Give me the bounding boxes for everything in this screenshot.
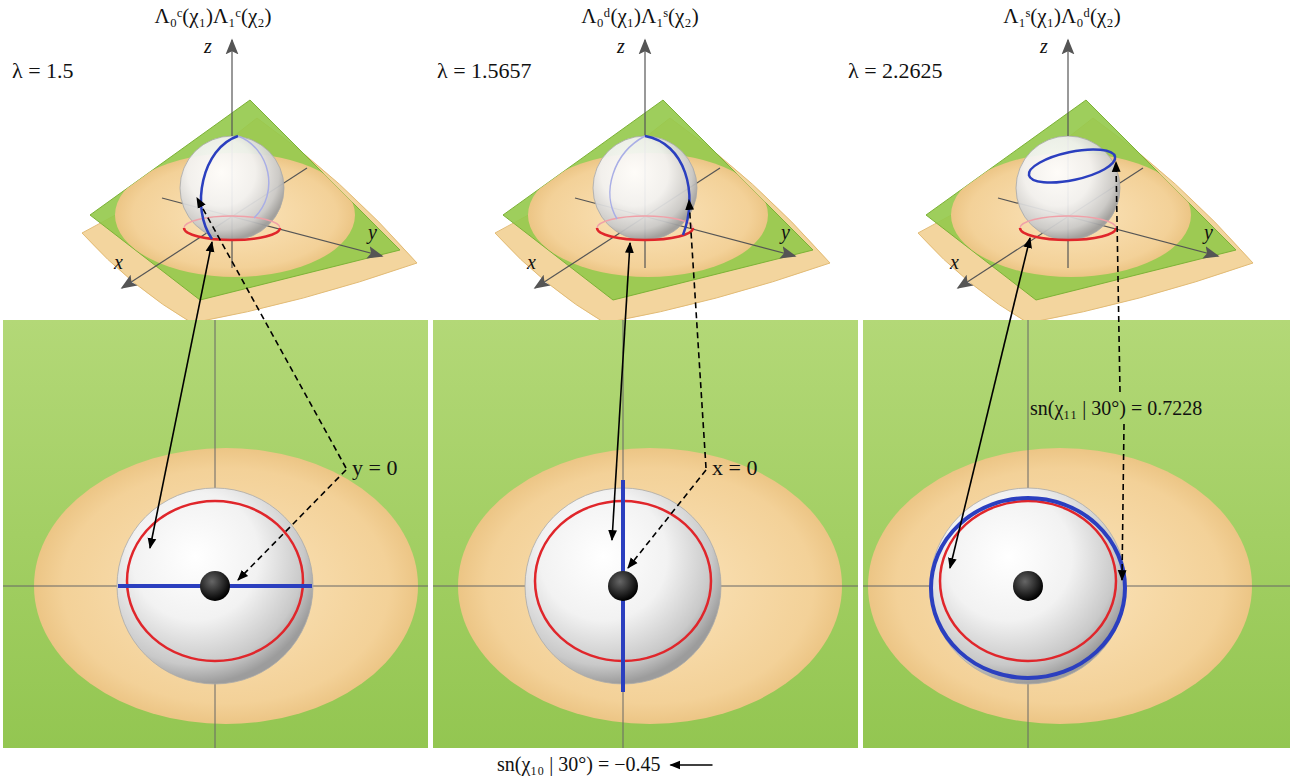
- value-note: sn(χ₁₀ | 30°) = −0.45: [497, 752, 661, 776]
- section-curve-back: [238, 136, 269, 218]
- center-dot: [608, 571, 638, 601]
- leader-arrow: [1116, 162, 1120, 392]
- axis-label: x: [527, 250, 536, 274]
- correspondence-arrow: [150, 242, 212, 548]
- axis-label: y: [781, 220, 790, 244]
- sphere: [593, 136, 697, 240]
- leader-arrow: [628, 470, 706, 568]
- contact-curve-back: [1020, 216, 1116, 228]
- sphere: [1016, 136, 1120, 240]
- surface-view: [495, 40, 830, 323]
- section-curve: [1026, 143, 1118, 189]
- tangent-plane: [503, 100, 813, 300]
- parameter-value: λ = 2.2625: [848, 58, 943, 84]
- sphere: [180, 136, 284, 240]
- axis-label: y: [368, 220, 377, 244]
- axis-label: z: [617, 34, 625, 58]
- parameter-value: λ = 1.5: [12, 58, 74, 84]
- plane-note: y = 0: [352, 455, 397, 481]
- plane-note: x = 0: [712, 455, 757, 481]
- plane-background: [433, 320, 858, 748]
- axis-label: x: [950, 250, 959, 274]
- panel-title: Λ₁ˢ(χ₁)Λ₀ᵈ(χ₂): [1003, 4, 1120, 29]
- sphere: [117, 488, 313, 684]
- axis-label: y: [1204, 220, 1213, 244]
- z-axis: [231, 40, 232, 136]
- plan-view: [3, 320, 428, 748]
- contact-curve-back: [184, 216, 280, 228]
- panel-title: Λ₀ᵈ(χ₁)Λ₁ˢ(χ₂): [581, 4, 698, 29]
- center-dot: [1013, 571, 1043, 601]
- sphere: [930, 488, 1126, 684]
- crosshair: [623, 320, 624, 748]
- section-curve: [201, 136, 238, 239]
- surface-view: [918, 40, 1253, 323]
- contact-curve: [1020, 228, 1116, 240]
- section-curve-back: [610, 136, 645, 219]
- surface-view: [82, 40, 417, 323]
- z-axis: [644, 40, 645, 136]
- value-note: sn(χ₁₁ | 30°) = 0.7228: [1030, 396, 1202, 420]
- pointer-arrow: [671, 764, 713, 766]
- contact-curve: [597, 228, 693, 240]
- tangent-plane: [926, 100, 1236, 300]
- plane-background: [863, 320, 1290, 748]
- contact-curve: [127, 501, 303, 661]
- contact-curve: [184, 228, 280, 240]
- correspondence-arrow: [950, 238, 1030, 568]
- section-curve: [645, 136, 689, 235]
- plan-view: [433, 320, 858, 748]
- axis-label: z: [1040, 34, 1048, 58]
- z-axis: [1067, 40, 1068, 136]
- contact-curve: [940, 501, 1116, 661]
- panel-title: Λ₀ᶜ(χ₁)Λ₁ᶜ(χ₂): [154, 4, 271, 29]
- plan-view: [863, 320, 1290, 748]
- tangent-plane: [90, 100, 400, 300]
- center-dot: [200, 571, 230, 601]
- leader-arrow: [238, 470, 346, 580]
- parameter-value: λ = 1.5657: [437, 58, 532, 84]
- leader-arrow: [197, 198, 346, 468]
- plane-background: [3, 320, 428, 748]
- contact-curve-back: [597, 216, 693, 228]
- axis-label: x: [114, 250, 123, 274]
- leader-arrow: [1122, 424, 1124, 580]
- leader-arrow: [689, 200, 706, 468]
- axis-label: z: [204, 34, 212, 58]
- correspondence-arrow: [612, 243, 630, 540]
